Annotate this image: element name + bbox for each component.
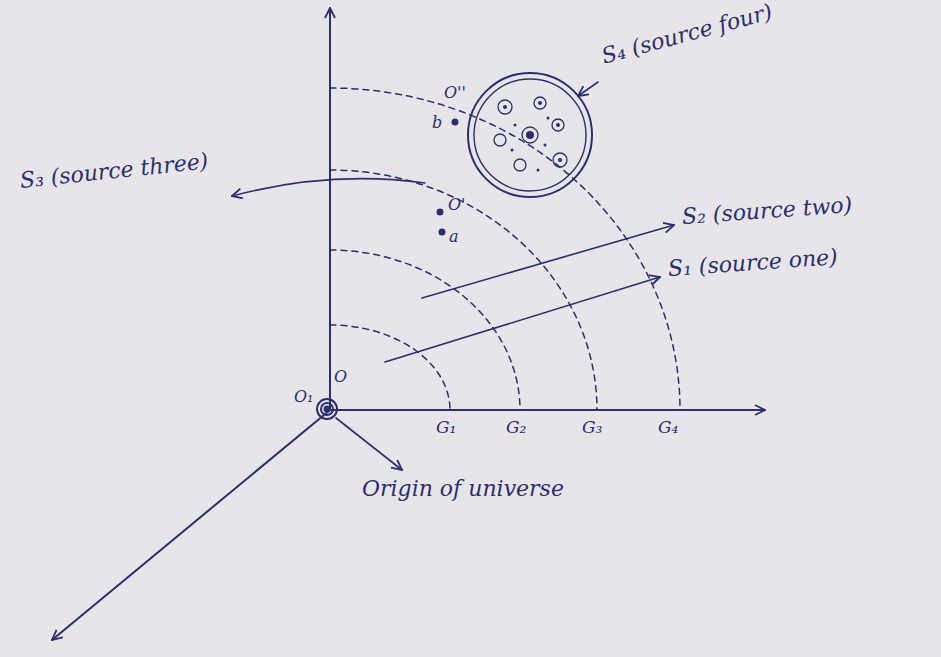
point-dot: [453, 120, 458, 125]
particle-dot: [526, 131, 534, 139]
point-label: O'': [444, 84, 466, 102]
particle-dot: [558, 158, 562, 162]
point-dot: [440, 230, 445, 235]
particle: [552, 119, 564, 131]
source-label: S₁ (source one): [667, 244, 838, 281]
point-label: b: [432, 114, 442, 132]
source-label: S₂ (source two): [681, 192, 853, 229]
particle: [522, 127, 538, 143]
particle: [494, 134, 506, 146]
origin-ring: [317, 399, 337, 419]
leader-arrow: [578, 82, 598, 96]
caption-label: Origin of universe: [362, 476, 564, 501]
particle: [514, 159, 526, 171]
particle-dot: [544, 144, 547, 147]
particle-dot: [514, 124, 517, 127]
source-label: S₃ (source three): [19, 148, 210, 193]
source-sphere: [474, 79, 586, 191]
particle-dot: [537, 169, 540, 172]
z-axis: [52, 410, 330, 640]
wave-arc: [330, 88, 680, 410]
point-dot: [438, 210, 443, 215]
wave-arc: [330, 170, 597, 410]
axis-mark: G₁: [436, 418, 456, 438]
axis-mark: G₃: [582, 418, 602, 438]
point-label: O₁: [294, 388, 314, 406]
particle-dot: [538, 101, 542, 105]
wave-arc: [330, 325, 450, 410]
leader-arrow: [385, 277, 660, 362]
particle: [534, 97, 546, 109]
particle-dot: [511, 149, 514, 152]
leader-arrow: [336, 418, 402, 470]
leader-arrow: [232, 179, 425, 196]
particle: [553, 153, 567, 167]
wave-arc: [330, 250, 520, 410]
point-label: O: [334, 368, 347, 386]
axis-mark: G₂: [506, 418, 526, 438]
point-label: a: [449, 228, 459, 246]
origin-dot: [325, 407, 330, 412]
x-axis: [330, 409, 765, 411]
particle-dot: [556, 123, 560, 127]
particle-dot: [547, 117, 550, 120]
point-label: O': [448, 196, 466, 214]
source-sphere: [468, 73, 592, 197]
particle-dot: [503, 105, 507, 109]
particle: [498, 100, 512, 114]
leader-arrow: [422, 225, 674, 298]
axis-mark: G₄: [658, 418, 678, 438]
source-label: S₄ (source four): [599, 0, 775, 69]
origin-ring: [321, 403, 333, 415]
y-axis: [329, 8, 331, 410]
